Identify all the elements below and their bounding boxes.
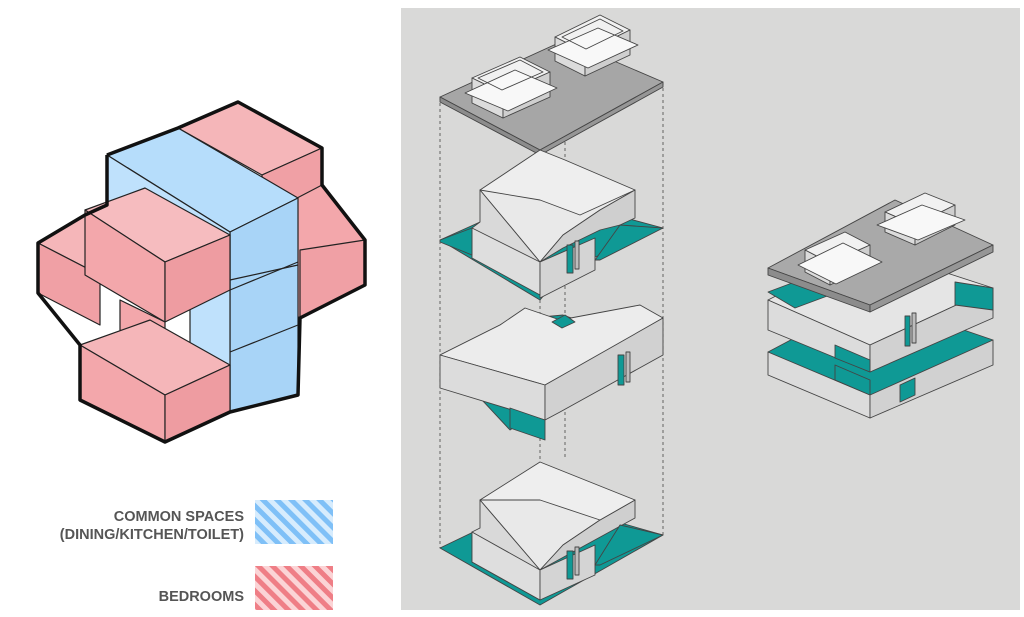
common-spaces-swatch xyxy=(255,500,333,544)
common-spaces-label-line2: (DINING/KITCHEN/TOILET) xyxy=(59,527,244,543)
bedrooms-label: BEDROOMS xyxy=(159,588,244,606)
roof-slab xyxy=(439,14,664,156)
exploded-axonometric-drawing xyxy=(439,14,994,606)
bedrooms-label-text: BEDROOMS xyxy=(158,589,244,605)
floor-level-1 xyxy=(439,149,664,301)
room-cluster-diagram xyxy=(36,100,367,610)
common-spaces-label: COMMON SPACES (DINING/KITCHEN/TOILET) xyxy=(60,508,244,544)
bedrooms-swatch xyxy=(255,566,333,610)
common-spaces-label-line1: COMMON SPACES xyxy=(113,509,244,525)
floor-level-2 xyxy=(439,304,664,441)
exploded-axonometric-panel xyxy=(401,8,1020,610)
floor-level-3 xyxy=(439,461,664,606)
assembled-building xyxy=(767,192,994,419)
